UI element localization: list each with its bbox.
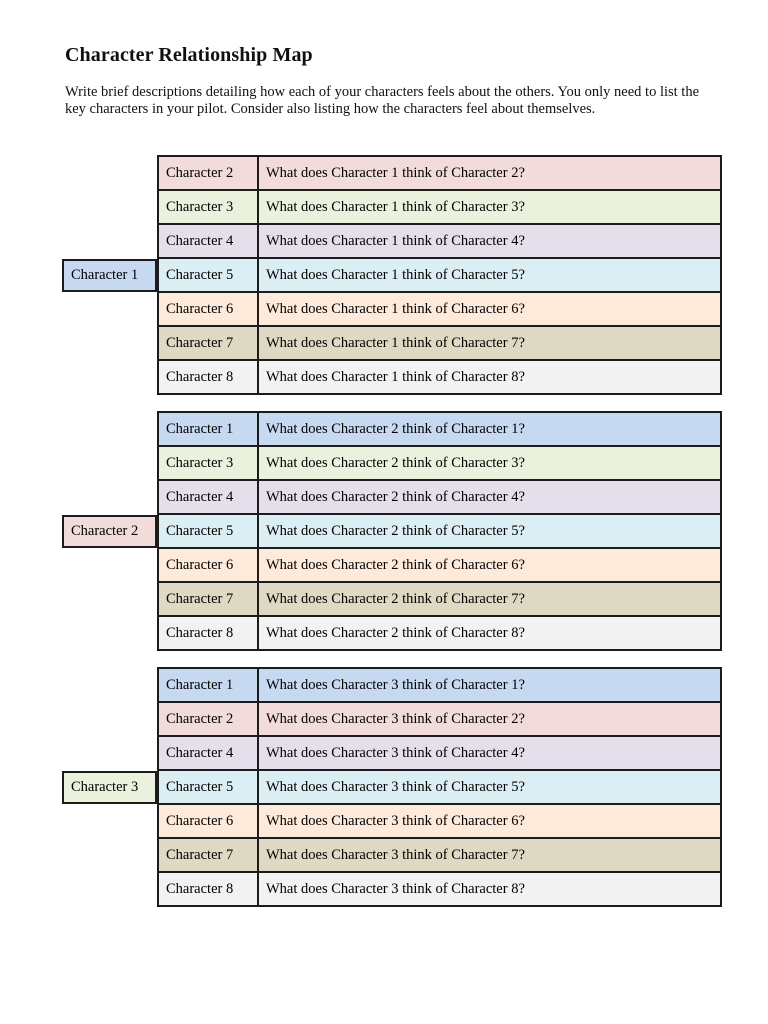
- character-name-cell: Character 2: [157, 155, 259, 191]
- description-cell: What does Character 1 think of Character…: [257, 155, 722, 191]
- table-row: Character 6 What does Character 1 think …: [157, 291, 722, 327]
- table-row: Character 4 What does Character 3 think …: [157, 735, 722, 771]
- description-cell: What does Character 1 think of Character…: [257, 189, 722, 225]
- character-name-cell: Character 7: [157, 581, 259, 617]
- character-name-cell: Character 6: [157, 803, 259, 839]
- table-row: Character 2 What does Character 3 think …: [157, 701, 722, 737]
- description-cell: What does Character 3 think of Character…: [257, 701, 722, 737]
- description-cell: What does Character 2 think of Character…: [257, 615, 722, 651]
- table-row: Character 6 What does Character 3 think …: [157, 803, 722, 839]
- description-cell: What does Character 2 think of Character…: [257, 411, 722, 447]
- table-body: Character 1 What does Character 2 think …: [157, 411, 722, 651]
- table-body: Character 1 What does Character 3 think …: [157, 667, 722, 907]
- description-cell: What does Character 3 think of Character…: [257, 667, 722, 703]
- table-body: Character 2 What does Character 1 think …: [157, 155, 722, 395]
- description-cell: What does Character 3 think of Character…: [257, 837, 722, 873]
- table-row: Character 7 What does Character 3 think …: [157, 837, 722, 873]
- table-row: Character 5 What does Character 2 think …: [157, 513, 722, 549]
- character-name-cell: Character 4: [157, 735, 259, 771]
- character-label-cell: Character 1: [62, 259, 157, 292]
- table-row: Character 5 What does Character 3 think …: [157, 769, 722, 805]
- relationship-tables: Character 1 Character 2 What does Charac…: [62, 155, 722, 923]
- table-row: Character 8 What does Character 1 think …: [157, 359, 722, 395]
- description-cell: What does Character 3 think of Character…: [257, 871, 722, 907]
- character-name-cell: Character 2: [157, 701, 259, 737]
- character-name-cell: Character 4: [157, 223, 259, 259]
- table-row: Character 8 What does Character 2 think …: [157, 615, 722, 651]
- character-table-group: Character 3 Character 1 What does Charac…: [62, 667, 722, 907]
- character-name-cell: Character 8: [157, 359, 259, 395]
- character-name-cell: Character 5: [157, 257, 259, 293]
- page-title: Character Relationship Map: [65, 44, 313, 66]
- description-cell: What does Character 2 think of Character…: [257, 513, 722, 549]
- table-row: Character 5 What does Character 1 think …: [157, 257, 722, 293]
- table-row: Character 1 What does Character 3 think …: [157, 667, 722, 703]
- description-cell: What does Character 2 think of Character…: [257, 581, 722, 617]
- table-row: Character 3 What does Character 1 think …: [157, 189, 722, 225]
- description-cell: What does Character 3 think of Character…: [257, 769, 722, 805]
- character-label-cell: Character 3: [62, 771, 157, 804]
- table-row: Character 1 What does Character 2 think …: [157, 411, 722, 447]
- character-label: Character 1: [71, 267, 139, 283]
- table-row: Character 4 What does Character 2 think …: [157, 479, 722, 515]
- relationship-table: Character 1 What does Character 3 think …: [157, 667, 722, 907]
- character-name-cell: Character 8: [157, 871, 259, 907]
- description-cell: What does Character 2 think of Character…: [257, 445, 722, 481]
- character-table-group: Character 2 Character 1 What does Charac…: [62, 411, 722, 651]
- character-table-group: Character 1 Character 2 What does Charac…: [62, 155, 722, 395]
- character-name-cell: Character 5: [157, 769, 259, 805]
- description-cell: What does Character 2 think of Character…: [257, 547, 722, 583]
- description-cell: What does Character 1 think of Character…: [257, 257, 722, 293]
- character-name-cell: Character 3: [157, 445, 259, 481]
- character-name-cell: Character 6: [157, 547, 259, 583]
- character-name-cell: Character 5: [157, 513, 259, 549]
- table-row: Character 7 What does Character 2 think …: [157, 581, 722, 617]
- table-row: Character 7 What does Character 1 think …: [157, 325, 722, 361]
- character-label: Character 2: [71, 523, 139, 539]
- character-name-cell: Character 4: [157, 479, 259, 515]
- table-row: Character 2 What does Character 1 think …: [157, 155, 722, 191]
- character-name-cell: Character 7: [157, 837, 259, 873]
- character-name-cell: Character 6: [157, 291, 259, 327]
- table-row: Character 6 What does Character 2 think …: [157, 547, 722, 583]
- intro-paragraph: Write brief descriptions detailing how e…: [65, 84, 700, 117]
- character-name-cell: Character 3: [157, 189, 259, 225]
- description-cell: What does Character 3 think of Character…: [257, 803, 722, 839]
- character-name-cell: Character 7: [157, 325, 259, 361]
- character-label: Character 3: [71, 779, 139, 795]
- character-name-cell: Character 8: [157, 615, 259, 651]
- description-cell: What does Character 3 think of Character…: [257, 735, 722, 771]
- character-label-cell: Character 2: [62, 515, 157, 548]
- description-cell: What does Character 1 think of Character…: [257, 291, 722, 327]
- table-row: Character 8 What does Character 3 think …: [157, 871, 722, 907]
- character-name-cell: Character 1: [157, 667, 259, 703]
- description-cell: What does Character 1 think of Character…: [257, 359, 722, 395]
- table-row: Character 4 What does Character 1 think …: [157, 223, 722, 259]
- relationship-table: Character 2 What does Character 1 think …: [157, 155, 722, 395]
- table-row: Character 3 What does Character 2 think …: [157, 445, 722, 481]
- relationship-table: Character 1 What does Character 2 think …: [157, 411, 722, 651]
- description-cell: What does Character 1 think of Character…: [257, 223, 722, 259]
- description-cell: What does Character 2 think of Character…: [257, 479, 722, 515]
- description-cell: What does Character 1 think of Character…: [257, 325, 722, 361]
- character-name-cell: Character 1: [157, 411, 259, 447]
